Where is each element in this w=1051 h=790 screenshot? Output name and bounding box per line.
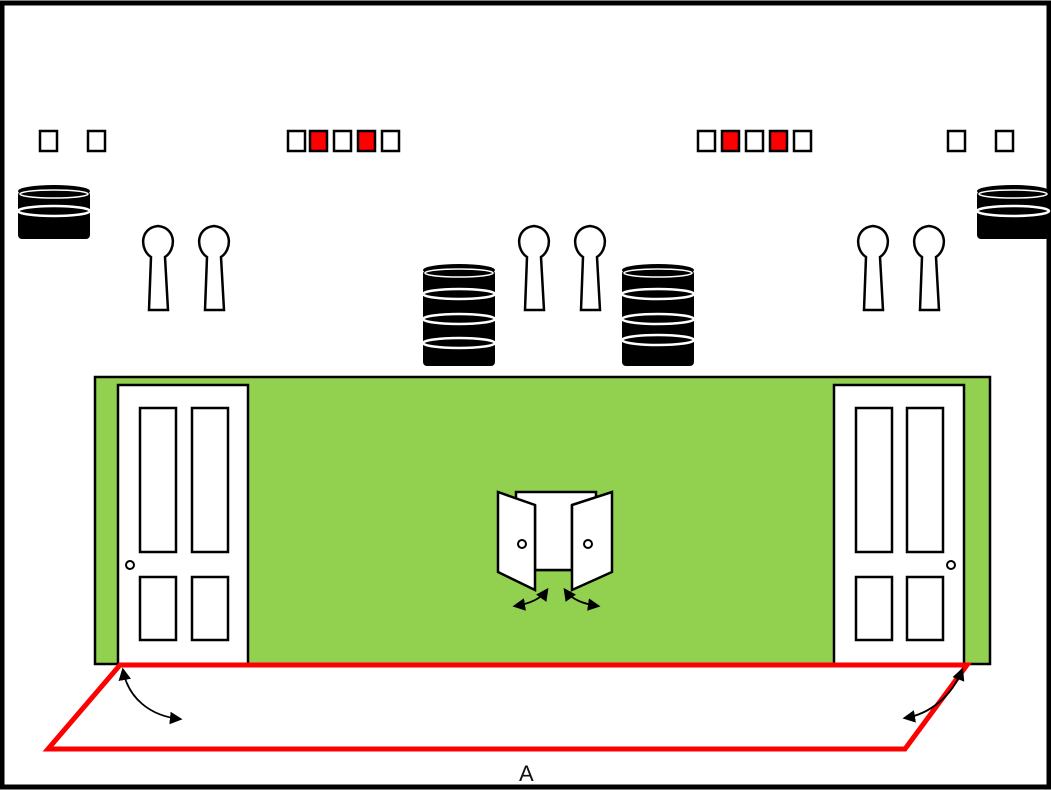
indicator-square	[286, 129, 307, 153]
cylinder-stack-icon	[620, 264, 696, 366]
indicator-lights-right-center	[696, 129, 813, 153]
curved-arrow-icon	[563, 587, 601, 611]
door-knob-icon	[517, 539, 527, 549]
indicator-square	[946, 129, 967, 153]
indicator-lights-left-center	[286, 129, 401, 153]
pendant-light-icon	[913, 224, 945, 312]
indicator-square	[994, 129, 1015, 153]
pendant-light-icon	[198, 224, 230, 312]
indicator-square	[744, 129, 765, 153]
cylinder-stack-icon	[16, 185, 92, 239]
curved-arrow-icon	[902, 667, 965, 723]
door-knob-icon	[583, 539, 593, 549]
indicator-square	[86, 129, 107, 153]
center-hatch[interactable]	[496, 490, 614, 611]
pendant-light-icon	[142, 224, 174, 312]
indicator-lights-left-pair	[38, 129, 107, 153]
door-knob-icon	[946, 560, 956, 570]
curved-arrow-icon	[512, 587, 549, 611]
indicator-square	[696, 129, 717, 153]
cylinder-stack-icon	[421, 264, 497, 366]
indicator-square-red	[768, 129, 789, 153]
zone-label: A	[519, 761, 534, 786]
indicator-lights-right-pair	[946, 129, 1015, 153]
hatch-left-leaf	[496, 490, 537, 592]
curved-arrow-icon	[118, 667, 183, 725]
right-door[interactable]	[832, 383, 966, 666]
pendant-lights	[142, 224, 945, 312]
indicator-square-red	[308, 129, 329, 153]
indicator-square	[332, 129, 353, 153]
indicator-square	[792, 129, 813, 153]
pendant-light-icon	[518, 224, 550, 312]
indicator-square-red	[356, 129, 377, 153]
indicator-square	[380, 129, 401, 153]
red-floor-outline	[42, 662, 972, 752]
indicator-square	[38, 129, 59, 153]
left-door[interactable]	[116, 383, 250, 666]
indicator-square-red	[720, 129, 741, 153]
door-knob-icon	[125, 560, 135, 570]
pendant-light-icon	[857, 224, 889, 312]
pendant-light-icon	[574, 224, 606, 312]
cylinder-stack-icon	[975, 185, 1051, 239]
